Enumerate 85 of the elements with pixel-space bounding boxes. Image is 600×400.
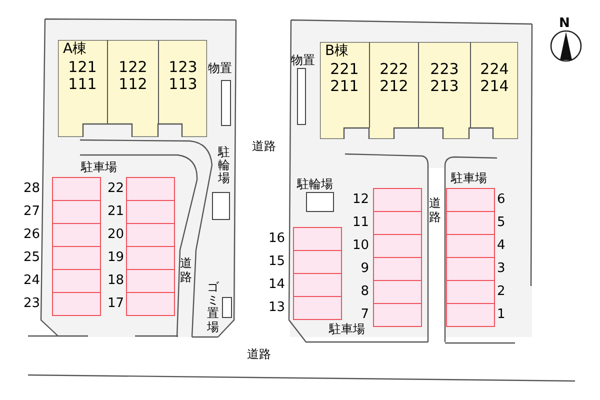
road-label: 道路 [252, 139, 276, 153]
space-number: 23 [22, 296, 40, 312]
parking-space [446, 234, 495, 258]
room-number: 122 [118, 59, 148, 76]
room-number: 123 [168, 59, 198, 76]
space-number: 9 [360, 261, 369, 277]
parking-space [52, 246, 101, 270]
parking-space [446, 211, 495, 235]
parking-space [126, 292, 175, 316]
space-number: 25 [22, 250, 40, 266]
parking-space [293, 227, 342, 251]
parking-space [446, 188, 495, 212]
parking-space [446, 280, 495, 304]
north-label: N [559, 17, 570, 31]
facility-label: 駐輪場 [297, 177, 333, 192]
parking-space [446, 303, 495, 327]
space-number: 27 [22, 204, 40, 220]
facility-label: 物置 [208, 61, 232, 76]
room-number: 112 [118, 76, 148, 93]
room-number: 214 [480, 78, 509, 95]
space-number: 18 [106, 273, 124, 289]
road-label: 道路 [247, 347, 271, 361]
space-number: 11 [351, 215, 369, 231]
parking-space [373, 211, 422, 235]
space-number: 14 [267, 277, 285, 293]
road-label: 道路 [429, 196, 441, 224]
room-number: 223 [430, 61, 459, 78]
facility-label: 駐輪場 [218, 146, 230, 186]
parking-space [373, 188, 422, 212]
room-number: 113 [168, 76, 198, 93]
space-number: 20 [106, 227, 124, 243]
space-number: 22 [106, 181, 124, 197]
parking-space [293, 273, 342, 297]
space-number: 24 [22, 273, 40, 289]
space-number: 2 [497, 284, 506, 300]
parking-space [373, 234, 422, 258]
room-number: 111 [68, 76, 97, 93]
space-number: 17 [106, 296, 124, 312]
facility-label: ゴミ置場 [207, 281, 219, 334]
space-number: 7 [360, 307, 369, 323]
space-number: 26 [22, 227, 40, 243]
space-number: 5 [497, 215, 506, 231]
parking-space [126, 223, 175, 247]
parking-area-label: 駐車場 [451, 171, 487, 185]
parking-space [373, 280, 422, 304]
room-number: 211 [330, 78, 359, 95]
parking-space [126, 269, 175, 293]
parking-space [52, 177, 101, 201]
room-number: 221 [330, 61, 359, 78]
road-label: 道路 [180, 256, 192, 284]
parking-space [52, 223, 101, 247]
space-number: 12 [351, 192, 369, 208]
space-number: 19 [106, 250, 124, 266]
space-number: 6 [497, 192, 506, 208]
room-number: 121 [68, 59, 97, 76]
room-number: 212 [380, 78, 408, 95]
building-name: B棟 [325, 43, 349, 60]
parking-space [373, 257, 422, 281]
parking-space [126, 200, 175, 224]
parking-space [446, 257, 495, 281]
space-number: 13 [267, 300, 285, 316]
space-number: 10 [351, 238, 369, 254]
space-number: 1 [497, 307, 506, 323]
room-number: 222 [380, 61, 408, 78]
parking-space [293, 250, 342, 274]
parking-space [126, 177, 175, 201]
building-name: A棟 [63, 41, 87, 58]
space-number: 21 [106, 204, 124, 220]
parking-space [126, 246, 175, 270]
parking-space [52, 269, 101, 293]
room-number: 213 [430, 78, 459, 95]
space-number: 15 [267, 254, 285, 270]
facility-label: 物置 [291, 53, 315, 68]
parking-space [52, 292, 101, 316]
parking-space [373, 303, 422, 327]
room-number: 224 [480, 61, 509, 78]
parking-space [52, 200, 101, 224]
parking-area-label: 駐車場 [329, 322, 365, 336]
space-number: 8 [360, 284, 369, 300]
space-number: 3 [497, 261, 506, 277]
space-number: 4 [497, 238, 506, 254]
parking-area-label: 駐車場 [81, 160, 117, 174]
parking-space [293, 296, 342, 320]
space-number: 28 [22, 181, 40, 197]
space-number: 16 [267, 231, 285, 247]
